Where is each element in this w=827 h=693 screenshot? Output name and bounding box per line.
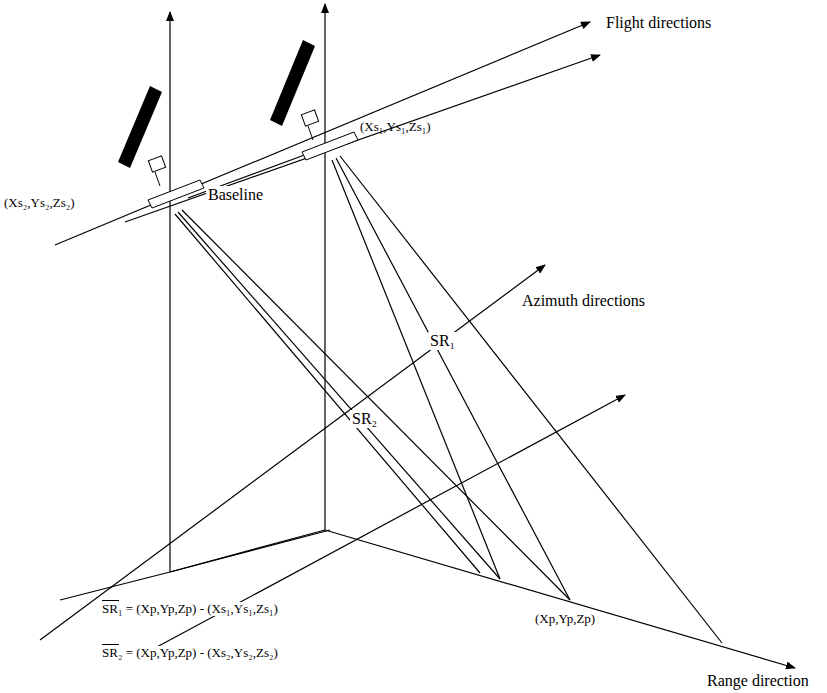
azimuth-label: Azimuth directions xyxy=(520,292,647,310)
vector-overline xyxy=(102,600,119,601)
range-direction-label: Range direction xyxy=(705,672,811,690)
flight-label: Flight directions xyxy=(604,14,713,32)
range-label: SR₁ xyxy=(428,332,457,350)
satellite-coords: (Xs₁,Ys₁,Zs₁) xyxy=(358,120,433,134)
vector-overline xyxy=(102,644,119,645)
vector-equation: SR₁ = (Xp,Yp,Zp) - (Xs₁,Ys₁,Zs₁) xyxy=(100,602,280,616)
range-label: SR₂ xyxy=(350,410,379,428)
satellite-coords: (Xs₂,Ys₂,Zs₂) xyxy=(2,196,77,210)
vector-equation: SR₂ = (Xp,Yp,Zp) - (Xs₂,Ys₂,Zs₂) xyxy=(100,646,280,660)
baseline-label: Baseline xyxy=(206,186,265,204)
point-coords: (Xp,Yp,Zp) xyxy=(533,612,597,626)
